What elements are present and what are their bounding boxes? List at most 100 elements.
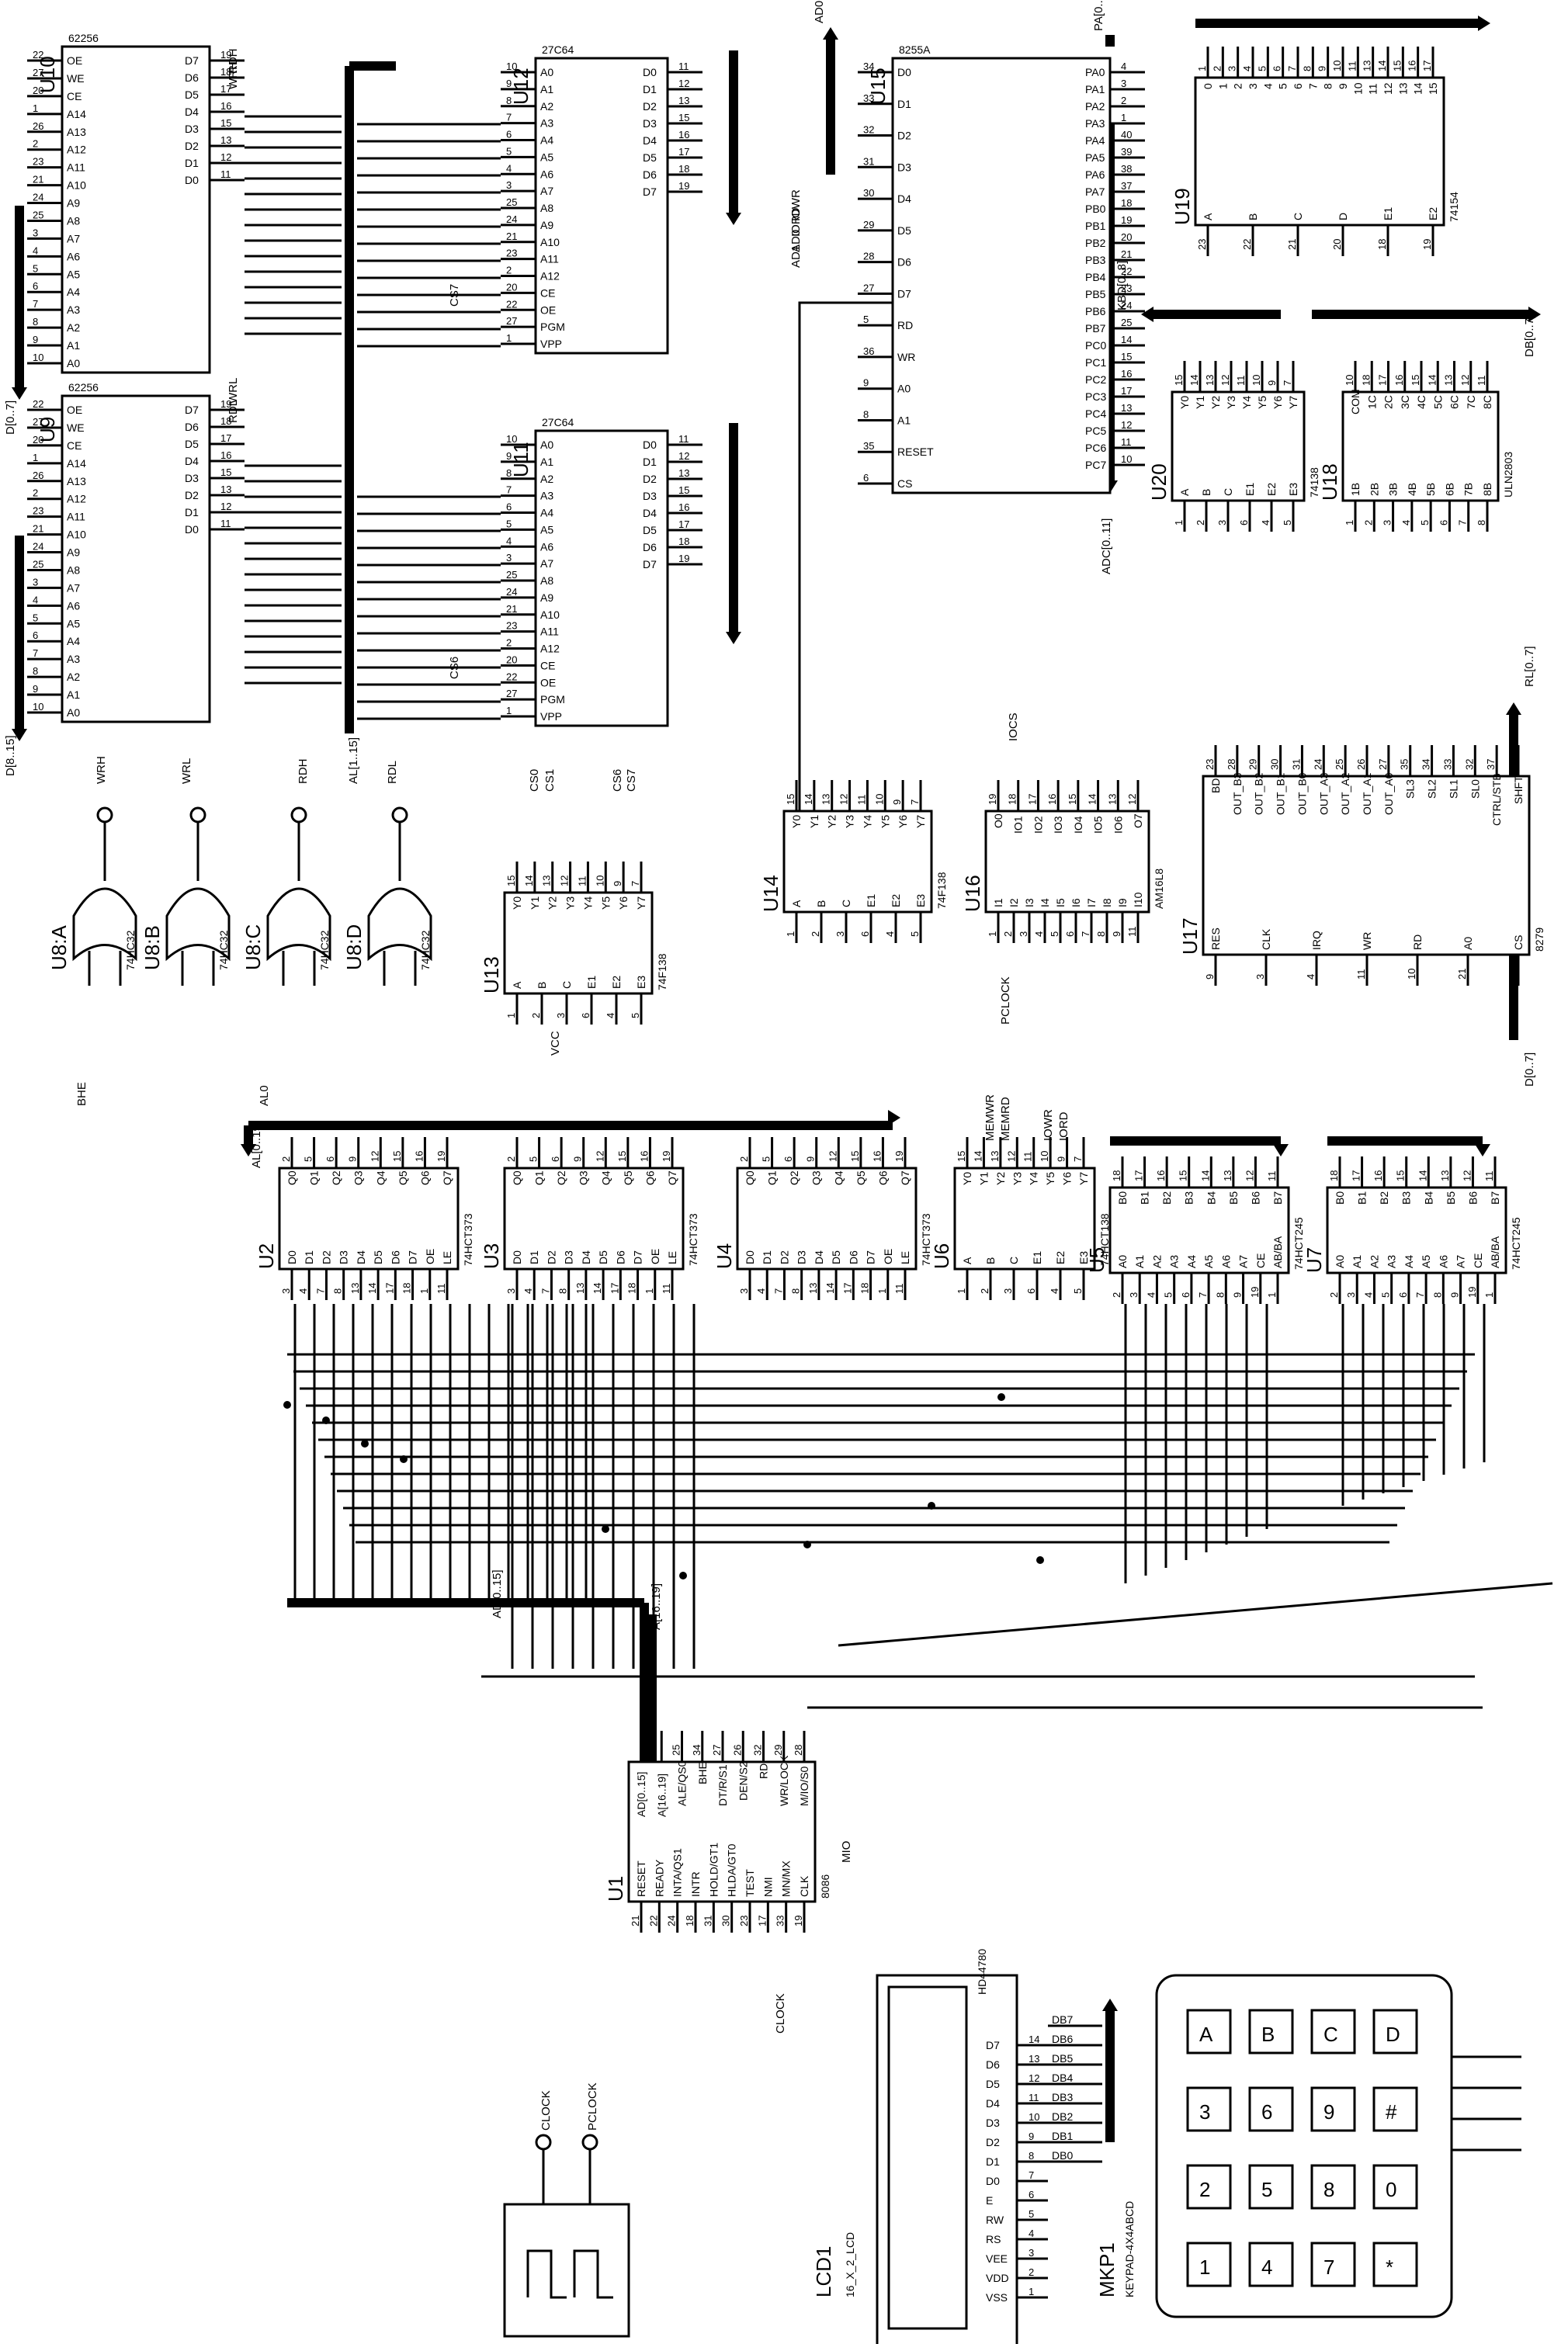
pin-number: 18 — [678, 163, 689, 175]
pin-number: 8 — [1095, 931, 1107, 937]
pin-number: 20 — [1121, 231, 1132, 243]
clock-label: CLOCK — [539, 2090, 553, 2131]
keypad-part: KEYPAD-4X4ABCD — [1123, 2201, 1136, 2297]
pin-label: RD — [897, 319, 913, 331]
key — [1372, 2242, 1418, 2287]
pin-number: 2 — [505, 1156, 517, 1162]
pin-number: 17 — [1377, 375, 1389, 386]
key-label: 0 — [1386, 2178, 1396, 2201]
pin-label: D0 — [897, 66, 911, 78]
pin-number: 35 — [1399, 759, 1410, 770]
pin-number: 9 — [506, 450, 512, 462]
bus-label: AL[0..19] — [250, 1122, 263, 1168]
pin-number: 22 — [1241, 239, 1253, 250]
pin-label: D6 — [643, 541, 657, 553]
pin-number: 18 — [1376, 239, 1388, 250]
chip-part: 74HCT373 — [920, 1213, 932, 1266]
pin-label: Y0 — [511, 896, 523, 910]
signal-label: AD1 — [789, 245, 803, 268]
pin-label: D0 — [643, 439, 657, 451]
pin-number: 2 — [1002, 931, 1014, 937]
gate-body — [266, 887, 331, 962]
pin-label: RS — [986, 2233, 1001, 2245]
pin-number: 12 — [1126, 794, 1138, 805]
pin-label: A3 — [67, 653, 80, 665]
pin-number: 3 — [33, 576, 38, 588]
pin-number: 10 — [594, 876, 605, 886]
pin-label: D2 — [545, 1250, 557, 1264]
pin-number: 28 — [863, 251, 874, 262]
pin-number: 12 — [220, 151, 231, 163]
key — [1248, 2009, 1294, 2054]
pin-label: Y1 — [529, 896, 541, 910]
signal-label: MEMRD — [999, 1097, 1012, 1141]
pin-label: A2 — [1150, 1255, 1163, 1268]
pin-number: 16 — [1407, 61, 1418, 71]
pin-label: VDD — [986, 2272, 1009, 2284]
key-label: 9 — [1323, 2100, 1334, 2124]
pin-label: A13 — [67, 126, 86, 138]
chip-part: ULN2803 — [1502, 452, 1514, 498]
junction-dot — [283, 1401, 291, 1409]
pin-label: 11 — [1367, 83, 1379, 95]
pin-number: 19 — [435, 1151, 447, 1162]
pin-number: 16 — [678, 501, 689, 513]
pin-number: 13 — [574, 1283, 586, 1294]
pin-label: I9 — [1116, 898, 1129, 907]
pin-label: D4 — [643, 507, 657, 519]
pin-label: A13 — [67, 475, 86, 487]
lcd-ref: LCD1 — [812, 2246, 835, 2297]
pin-number: 11 — [1346, 61, 1358, 72]
pin-label: E1 — [585, 976, 598, 989]
pin-number: 5 — [761, 1156, 772, 1162]
pin-label: PA0 — [1085, 66, 1105, 78]
pin-number: 31 — [1290, 759, 1302, 770]
pin-number: 1 — [418, 1288, 430, 1294]
pin-label: D7 — [643, 558, 657, 570]
pin-label: 1 — [1216, 83, 1229, 89]
pin-number: 15 — [1391, 61, 1403, 71]
chip-part: 27C64 — [542, 43, 574, 56]
pin-label: Q3 — [352, 1170, 365, 1185]
pin-number: 11 — [661, 1284, 672, 1295]
pin-label: B — [1200, 489, 1212, 496]
pin-label: Y4 — [861, 815, 873, 828]
pin-number: 18 — [1360, 375, 1372, 386]
pin-label: D5 — [897, 224, 911, 237]
pin-number: 3 — [1002, 1288, 1014, 1294]
signal-label: PCLOCK — [999, 976, 1012, 1025]
lcd-screen — [887, 1985, 968, 2330]
pin-label: AB/BA — [1271, 1236, 1284, 1268]
pin-label: MN/MX — [780, 1860, 793, 1897]
gate-ref: U8:D — [342, 924, 366, 970]
pin-label: INTR — [689, 1871, 702, 1897]
bus-arrow — [12, 387, 27, 400]
pin-label: PC7 — [1085, 459, 1106, 471]
pin-number: 2 — [506, 265, 512, 276]
pin-number: 9 — [1316, 66, 1328, 71]
pin-number: 2 — [1121, 95, 1126, 106]
pin-label: VEE — [986, 2252, 1008, 2265]
gate-ref: U8:B — [140, 925, 164, 970]
pin-number: 22 — [1507, 969, 1518, 980]
pin-label: A14 — [67, 108, 86, 120]
pin-label: SL2 — [1426, 779, 1438, 799]
pin-label: Y4 — [581, 896, 594, 910]
pin-label: CS — [897, 477, 912, 490]
pin-label: 4B — [1406, 483, 1418, 496]
pin-number: 24 — [33, 192, 43, 203]
pin-number: 7 — [314, 1288, 326, 1294]
pin-number: 5 — [506, 145, 512, 157]
pin-number: 22 — [506, 298, 517, 310]
pin-number: 7 — [506, 484, 512, 496]
pin-label: 2B — [1368, 483, 1380, 496]
pin-number: 11 — [678, 433, 689, 445]
pin-number: 26 — [731, 1745, 743, 1756]
pin-number: 34 — [1421, 759, 1432, 770]
pin-label: OUT_A0 — [1382, 772, 1395, 815]
pin-number: 4 — [506, 535, 512, 546]
pin-label: VPP — [540, 710, 562, 723]
chip-part: 74154 — [1448, 192, 1460, 222]
chip-body — [782, 810, 933, 914]
signal-label: CS1 — [543, 769, 557, 792]
